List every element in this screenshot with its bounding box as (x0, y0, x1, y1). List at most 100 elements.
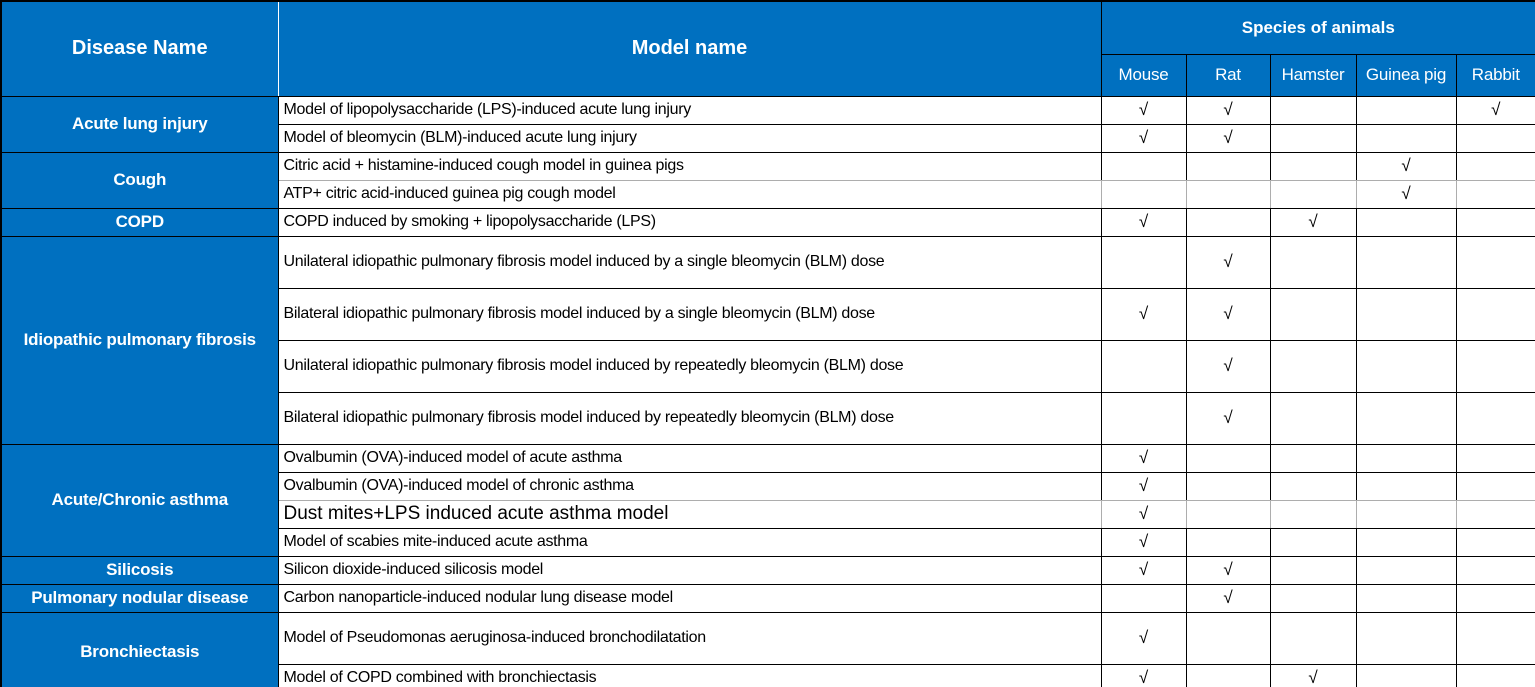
species-empty-cell (1455, 339, 1535, 393)
disease-cell: Idiopathic pulmonary fibrosis (0, 235, 279, 445)
species-check-cell: √ (1100, 663, 1187, 687)
table-row: Model of bleomycin (BLM)-induced acute l… (1, 123, 1535, 153)
species-empty-cell (1455, 555, 1535, 585)
species-header-rat: Rat (1185, 53, 1271, 97)
species-empty-cell (1269, 123, 1357, 153)
species-check-cell: √ (1100, 95, 1187, 125)
model-cell: Silicon dioxide-induced silicosis model (277, 555, 1102, 585)
species-check-cell: √ (1185, 287, 1271, 341)
disease-cell: Bronchiectasis (0, 611, 279, 687)
species-check-cell: √ (1100, 443, 1187, 473)
species-empty-cell (1455, 287, 1535, 341)
species-empty-cell (1455, 179, 1535, 209)
species-check-cell: √ (1269, 207, 1357, 237)
table-row: ATP+ citric acid-induced guinea pig coug… (1, 179, 1535, 209)
species-empty-cell (1100, 583, 1187, 613)
table-row: Bilateral idiopathic pulmonary fibrosis … (1, 287, 1535, 341)
model-cell: ATP+ citric acid-induced guinea pig coug… (277, 179, 1102, 209)
species-empty-cell (1269, 555, 1357, 585)
model-cell: Ovalbumin (OVA)-induced model of chronic… (277, 471, 1102, 501)
species-empty-cell (1185, 471, 1271, 501)
disease-cell: Cough (0, 151, 279, 209)
species-empty-cell (1100, 235, 1187, 289)
disease-cell: Pulmonary nodular disease (0, 583, 279, 613)
table-row: Bilateral idiopathic pulmonary fibrosis … (1, 391, 1535, 445)
model-cell: Citric acid + histamine-induced cough mo… (277, 151, 1102, 181)
species-check-cell: √ (1185, 123, 1271, 153)
species-check-cell: √ (1269, 663, 1357, 687)
species-empty-cell (1269, 527, 1357, 557)
model-cell: Model of COPD combined with bronchiectas… (277, 663, 1102, 687)
species-check-cell: √ (1185, 391, 1271, 445)
species-empty-cell (1355, 583, 1457, 613)
model-name-header: Model name (277, 0, 1102, 97)
species-empty-cell (1185, 207, 1271, 237)
species-empty-cell (1269, 151, 1357, 181)
table-row: Model of scabies mite-induced acute asth… (1, 527, 1535, 557)
species-empty-cell (1269, 95, 1357, 125)
species-empty-cell (1355, 443, 1457, 473)
species-empty-cell (1355, 527, 1457, 557)
species-empty-cell (1455, 611, 1535, 665)
species-empty-cell (1269, 235, 1357, 289)
model-cell: Bilateral idiopathic pulmonary fibrosis … (277, 391, 1102, 445)
species-header-mouse: Mouse (1100, 53, 1187, 97)
species-empty-cell (1355, 123, 1457, 153)
disease-name-header: Disease Name (0, 0, 279, 97)
model-cell: Dust mites+LPS induced acute asthma mode… (277, 499, 1102, 529)
species-check-cell: √ (1185, 339, 1271, 393)
species-empty-cell (1355, 391, 1457, 445)
disease-cell: Acute lung injury (0, 95, 279, 153)
species-empty-cell (1269, 499, 1357, 529)
species-empty-cell (1455, 583, 1535, 613)
species-empty-cell (1455, 207, 1535, 237)
table-row: Model of COPD combined with bronchiectas… (1, 663, 1535, 687)
species-check-cell: √ (1185, 555, 1271, 585)
species-empty-cell (1269, 391, 1357, 445)
table-row: Unilateral idiopathic pulmonary fibrosis… (1, 339, 1535, 393)
species-check-cell: √ (1100, 123, 1187, 153)
model-cell: Unilateral idiopathic pulmonary fibrosis… (277, 339, 1102, 393)
model-cell: Carbon nanoparticle-induced nodular lung… (277, 583, 1102, 613)
species-empty-cell (1269, 179, 1357, 209)
disease-cell: COPD (0, 207, 279, 237)
disease-cell: Acute/Chronic asthma (0, 443, 279, 557)
model-cell: Model of bleomycin (BLM)-induced acute l… (277, 123, 1102, 153)
species-empty-cell (1269, 339, 1357, 393)
species-empty-cell (1269, 443, 1357, 473)
species-check-cell: √ (1100, 207, 1187, 237)
model-cell: Unilateral idiopathic pulmonary fibrosis… (277, 235, 1102, 289)
species-empty-cell (1100, 339, 1187, 393)
species-empty-cell (1455, 471, 1535, 501)
species-empty-cell (1355, 235, 1457, 289)
species-empty-cell (1185, 663, 1271, 687)
species-empty-cell (1455, 527, 1535, 557)
species-empty-cell (1355, 287, 1457, 341)
model-cell: Bilateral idiopathic pulmonary fibrosis … (277, 287, 1102, 341)
species-empty-cell (1185, 443, 1271, 473)
species-empty-cell (1269, 583, 1357, 613)
species-empty-cell (1355, 207, 1457, 237)
species-empty-cell (1185, 527, 1271, 557)
species-check-cell: √ (1455, 95, 1535, 125)
table-row: Dust mites+LPS induced acute asthma mode… (1, 499, 1535, 529)
table-header: Disease Name Model name Species of anima… (0, 0, 1535, 97)
header-row-2: Mouse Rat Hamster Guinea pig Rabbit (1, 53, 1535, 97)
header-row-1: Disease Name Model name Species of anima… (0, 0, 1535, 97)
species-check-cell: √ (1100, 527, 1187, 557)
species-empty-cell (1269, 471, 1357, 501)
model-cell: COPD induced by smoking + lipopolysaccha… (277, 207, 1102, 237)
species-empty-cell (1355, 471, 1457, 501)
species-empty-cell (1455, 391, 1535, 445)
disease-cell: Silicosis (0, 555, 279, 585)
species-empty-cell (1455, 123, 1535, 153)
species-check-cell: √ (1100, 499, 1187, 529)
species-check-cell: √ (1185, 583, 1271, 613)
